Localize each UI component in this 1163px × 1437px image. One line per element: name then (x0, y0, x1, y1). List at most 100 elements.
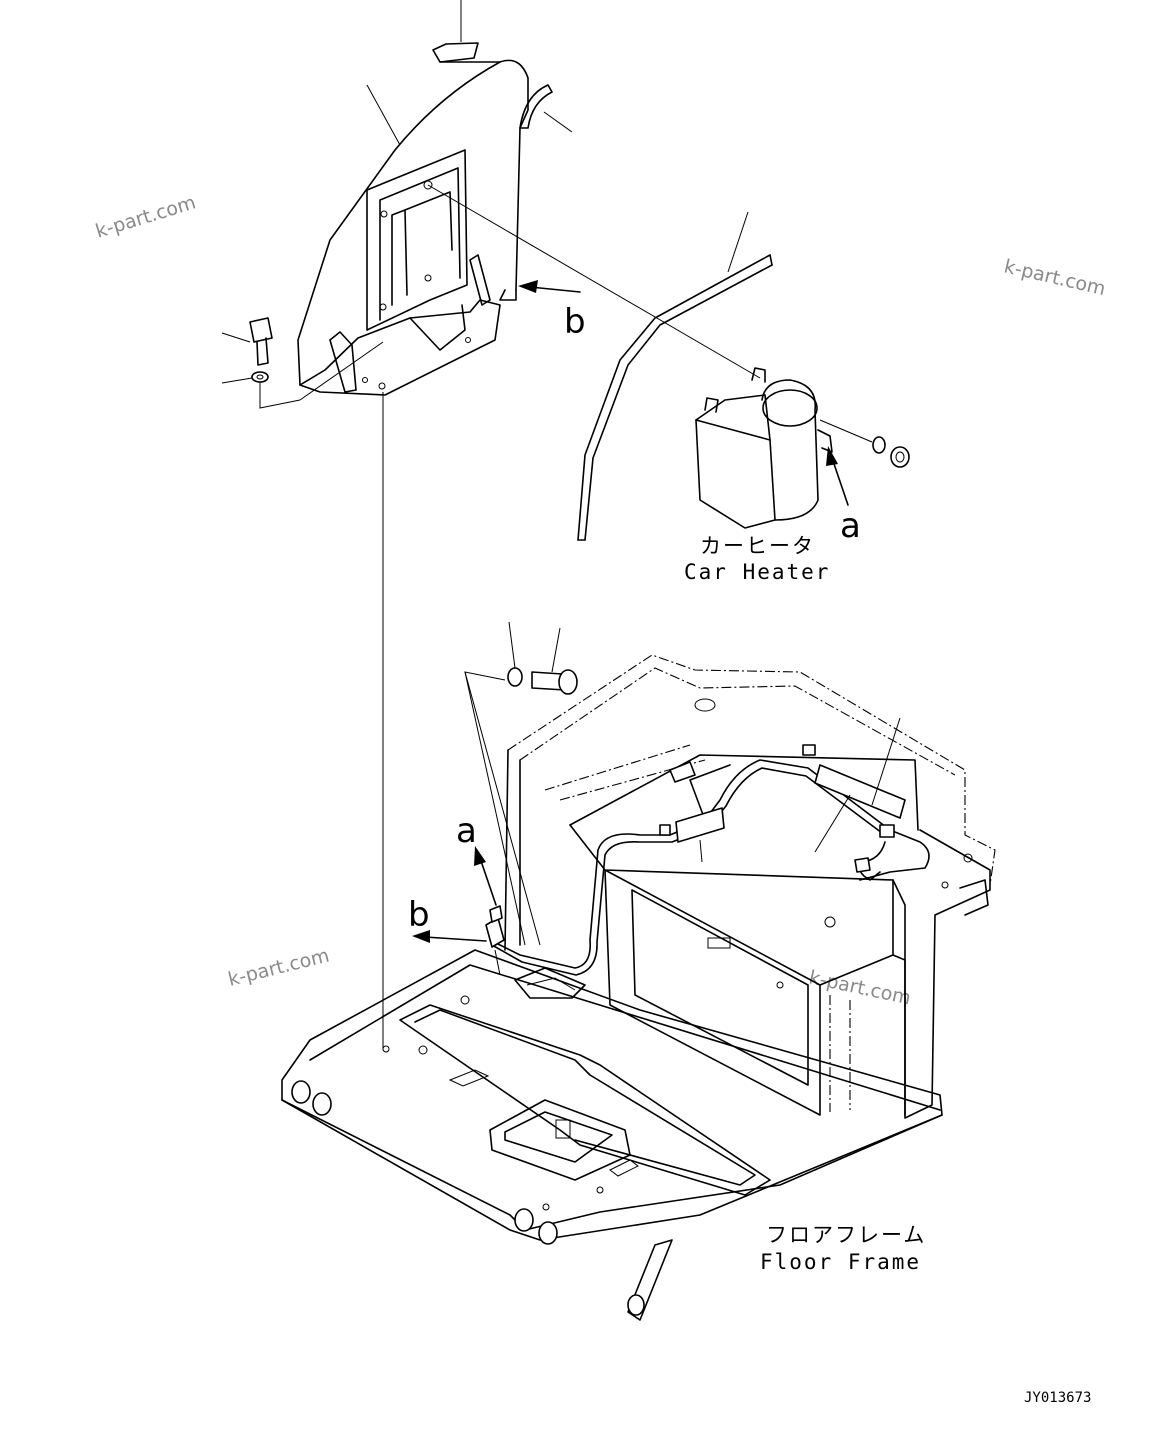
pedestal-top (504, 1111, 613, 1163)
bolt-hole (379, 303, 387, 311)
mount-hole (941, 881, 949, 889)
pedestal-base (489, 1099, 631, 1181)
floor-plate (281, 949, 943, 1231)
bolt-hole (465, 337, 471, 343)
seat-stand-outline (519, 667, 956, 776)
heater-top-opening (762, 389, 818, 427)
gusset (409, 304, 466, 351)
arrow-shaft (529, 286, 581, 293)
bolt-hole (362, 377, 368, 383)
harness-tag (814, 764, 906, 819)
harness-line (491, 767, 887, 976)
hidden-edge (544, 744, 706, 801)
hinge-eye (514, 1208, 534, 1232)
heater-cylinder (761, 379, 819, 521)
floor-hole (418, 1045, 428, 1055)
drawing-id: JY013673 (1024, 1390, 1091, 1406)
harness-line (489, 759, 930, 969)
floor-recess-inner (414, 1009, 756, 1186)
pedestal-boss (555, 1119, 571, 1139)
harness-clamp (485, 917, 505, 948)
bolt-head (558, 669, 578, 695)
bolt-hole (380, 210, 388, 218)
mount-hole (963, 853, 973, 863)
floor-slot (609, 1159, 639, 1177)
column-bracket (959, 879, 989, 916)
bolt-head (249, 317, 273, 343)
side-tab (329, 331, 357, 393)
hinge-eye (538, 1221, 558, 1245)
rubber-pad (432, 42, 479, 63)
bolt-and-washer-mid (464, 621, 578, 946)
ref-a-bottom: a (456, 811, 497, 906)
bolt-and-washer (221, 317, 384, 409)
leader-line (464, 671, 526, 946)
car-heater-unit: a カーヒータ Car Heater (684, 367, 910, 584)
floor-slot (448, 1069, 490, 1087)
heater-box-front (695, 419, 776, 529)
cover-notch (499, 289, 517, 301)
leader-line (259, 382, 301, 409)
leader-line (221, 332, 251, 343)
side-tab (469, 254, 491, 306)
leader-line (699, 839, 703, 863)
car-heater-label-en: Car Heater (684, 560, 830, 584)
nut (890, 446, 910, 468)
watermark: k-part.com (807, 966, 913, 1009)
arrow-shaft (424, 936, 487, 942)
floor-plate-edge (309, 964, 941, 1111)
seal-strip (519, 84, 553, 129)
harness-clamp (659, 824, 671, 836)
mount-hole (694, 698, 716, 712)
column-edge (892, 954, 906, 1116)
duct-end (577, 254, 773, 541)
wire-harness (485, 717, 930, 976)
leader-line (543, 111, 573, 133)
floor-hole (460, 995, 470, 1005)
arrow-head (474, 846, 486, 866)
leader-line (508, 621, 516, 669)
leader-line (221, 377, 253, 384)
harness-plug (854, 857, 871, 873)
leader-line (727, 211, 749, 273)
harness-branch (689, 764, 731, 821)
watermark: k-part.com (226, 944, 332, 990)
front-box (604, 869, 821, 1116)
floor-frame-label-jp: フロアフレーム (766, 1223, 926, 1247)
duct-line (577, 254, 771, 541)
heater-cover-bracket (297, 0, 761, 1050)
floor-pad-inner (526, 977, 576, 991)
washer (507, 667, 523, 687)
ref-letter-b: b (408, 895, 430, 935)
leader-line (464, 671, 541, 946)
floor-plate-bottom (281, 1099, 943, 1241)
floor-frame-assembly (281, 654, 996, 1321)
bolt-hole (424, 274, 432, 282)
leader-line (366, 84, 401, 146)
floor-recess (399, 1004, 771, 1196)
mount-hole (824, 916, 836, 928)
duct-line (584, 264, 773, 541)
bolt-hole (423, 180, 433, 190)
leader-line (494, 949, 501, 976)
leader-line (819, 419, 873, 443)
inner-frame-lip (379, 167, 461, 321)
arrow-head (826, 446, 838, 466)
front-box-edge (569, 824, 894, 986)
cover-outline (297, 59, 529, 386)
car-heater-label-jp: カーヒータ (700, 534, 815, 558)
hinge-eye (312, 1092, 332, 1116)
heater-clip (704, 367, 766, 413)
harness-tag (675, 807, 725, 843)
harness-clip (489, 905, 503, 923)
ref-letter-a: a (840, 506, 861, 546)
washer (872, 436, 886, 454)
leader-line (551, 627, 561, 673)
arrow-shaft (831, 457, 849, 506)
arrow-shaft (479, 857, 497, 906)
floor-hole (382, 1045, 390, 1053)
washer (251, 371, 269, 383)
leader-line (427, 184, 761, 379)
